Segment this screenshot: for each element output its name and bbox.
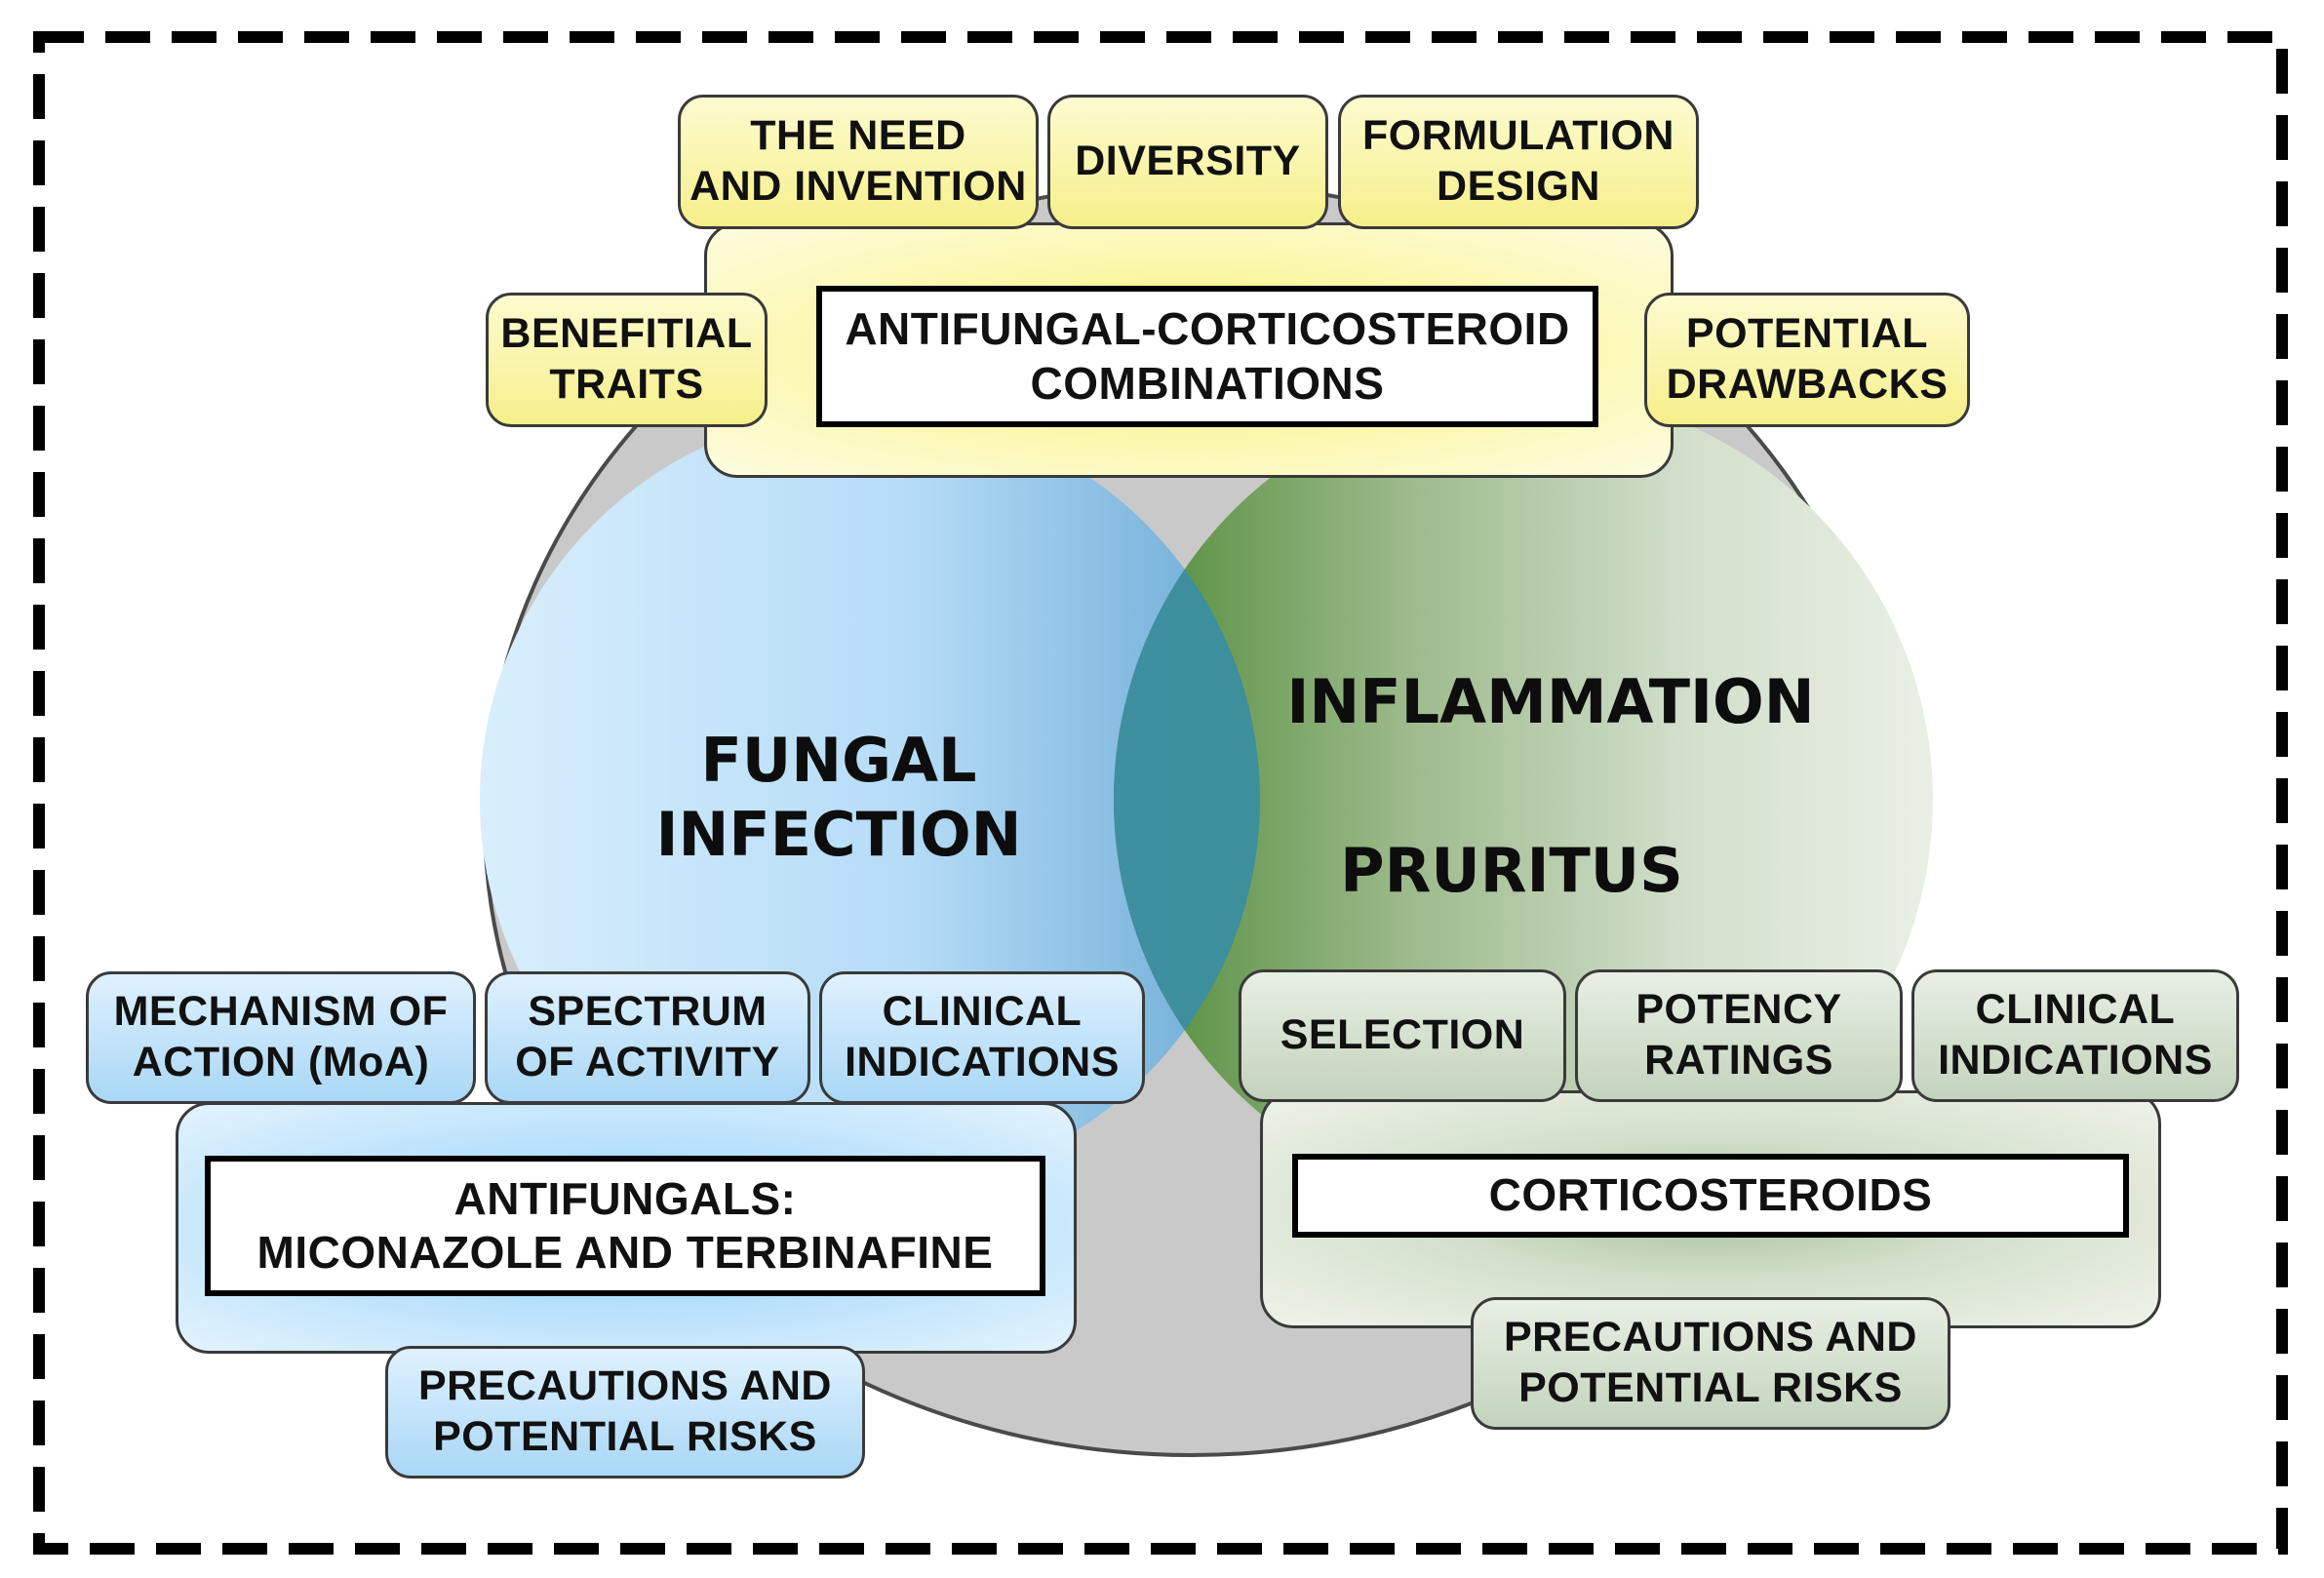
inflammation-label: INFLAMMATION <box>1286 666 1815 737</box>
mechanism-tag: MECHANISM OF ACTION (MoA) <box>86 971 476 1104</box>
formulation-design-label: FORMULATION DESIGN <box>1362 112 1674 210</box>
corticosteroid-precautions-tag: PRECAUTIONS AND POTENTIAL RISKS <box>1471 1297 1950 1430</box>
combinations-title-text: ANTIFUNGAL-CORTICOSTEROID COMBINATIONS <box>845 303 1570 409</box>
selection-label: SELECTION <box>1280 1011 1525 1059</box>
diversity-label: DIVERSITY <box>1075 138 1301 185</box>
benefitial-traits-label: BENEFITIAL TRAITS <box>500 310 753 408</box>
need-and-invention-label: THE NEED AND INVENTION <box>689 112 1027 210</box>
corticosteroids-title: CORTICOSTEROIDS <box>1292 1154 2129 1238</box>
antifungals-title-text: ANTIFUNGALS: MICONAZOLE AND TERBINAFINE <box>256 1172 994 1278</box>
antifungal-precautions-label: PRECAUTIONS AND POTENTIAL RISKS <box>418 1362 832 1460</box>
mechanism-label: MECHANISM OF ACTION (MoA) <box>113 988 449 1085</box>
spectrum-tag: SPECTRUM OF ACTIVITY <box>485 971 810 1104</box>
formulation-design-tag: FORMULATION DESIGN <box>1338 95 1699 229</box>
corticosteroids-title-text: CORTICOSTEROIDS <box>1488 1169 1933 1221</box>
antifungals-title: ANTIFUNGALS: MICONAZOLE AND TERBINAFINE <box>205 1156 1045 1296</box>
dashed-border <box>33 31 2288 1555</box>
diversity-tag: DIVERSITY <box>1047 95 1328 229</box>
combinations-title: ANTIFUNGAL-CORTICOSTEROID COMBINATIONS <box>816 286 1598 427</box>
benefitial-traits-tag: BENEFITIAL TRAITS <box>486 293 768 427</box>
corticosteroid-clinical-label: CLINICAL INDICATIONS <box>1938 986 2213 1084</box>
potency-tag: POTENCY RATINGS <box>1575 969 1903 1102</box>
selection-tag: SELECTION <box>1239 969 1566 1102</box>
corticosteroid-precautions-label: PRECAUTIONS AND POTENTIAL RISKS <box>1504 1314 1917 1411</box>
potential-drawbacks-label: POTENTIAL DRAWBACKS <box>1666 310 1949 408</box>
pruritus-label: PRURITUS <box>1340 835 1683 906</box>
corticosteroid-clinical-tag: CLINICAL INDICATIONS <box>1911 969 2239 1102</box>
antifungal-clinical-tag: CLINICAL INDICATIONS <box>819 971 1145 1104</box>
potential-drawbacks-tag: POTENTIAL DRAWBACKS <box>1644 293 1970 427</box>
antifungal-clinical-label: CLINICAL INDICATIONS <box>845 988 1120 1085</box>
fungal-infection-label: FUNGAL INFECTION <box>655 725 1022 870</box>
need-and-invention-tag: THE NEED AND INVENTION <box>678 95 1039 229</box>
antifungal-precautions-tag: PRECAUTIONS AND POTENTIAL RISKS <box>385 1346 865 1479</box>
potency-label: POTENCY RATINGS <box>1635 986 1842 1084</box>
spectrum-label: SPECTRUM OF ACTIVITY <box>515 988 780 1085</box>
